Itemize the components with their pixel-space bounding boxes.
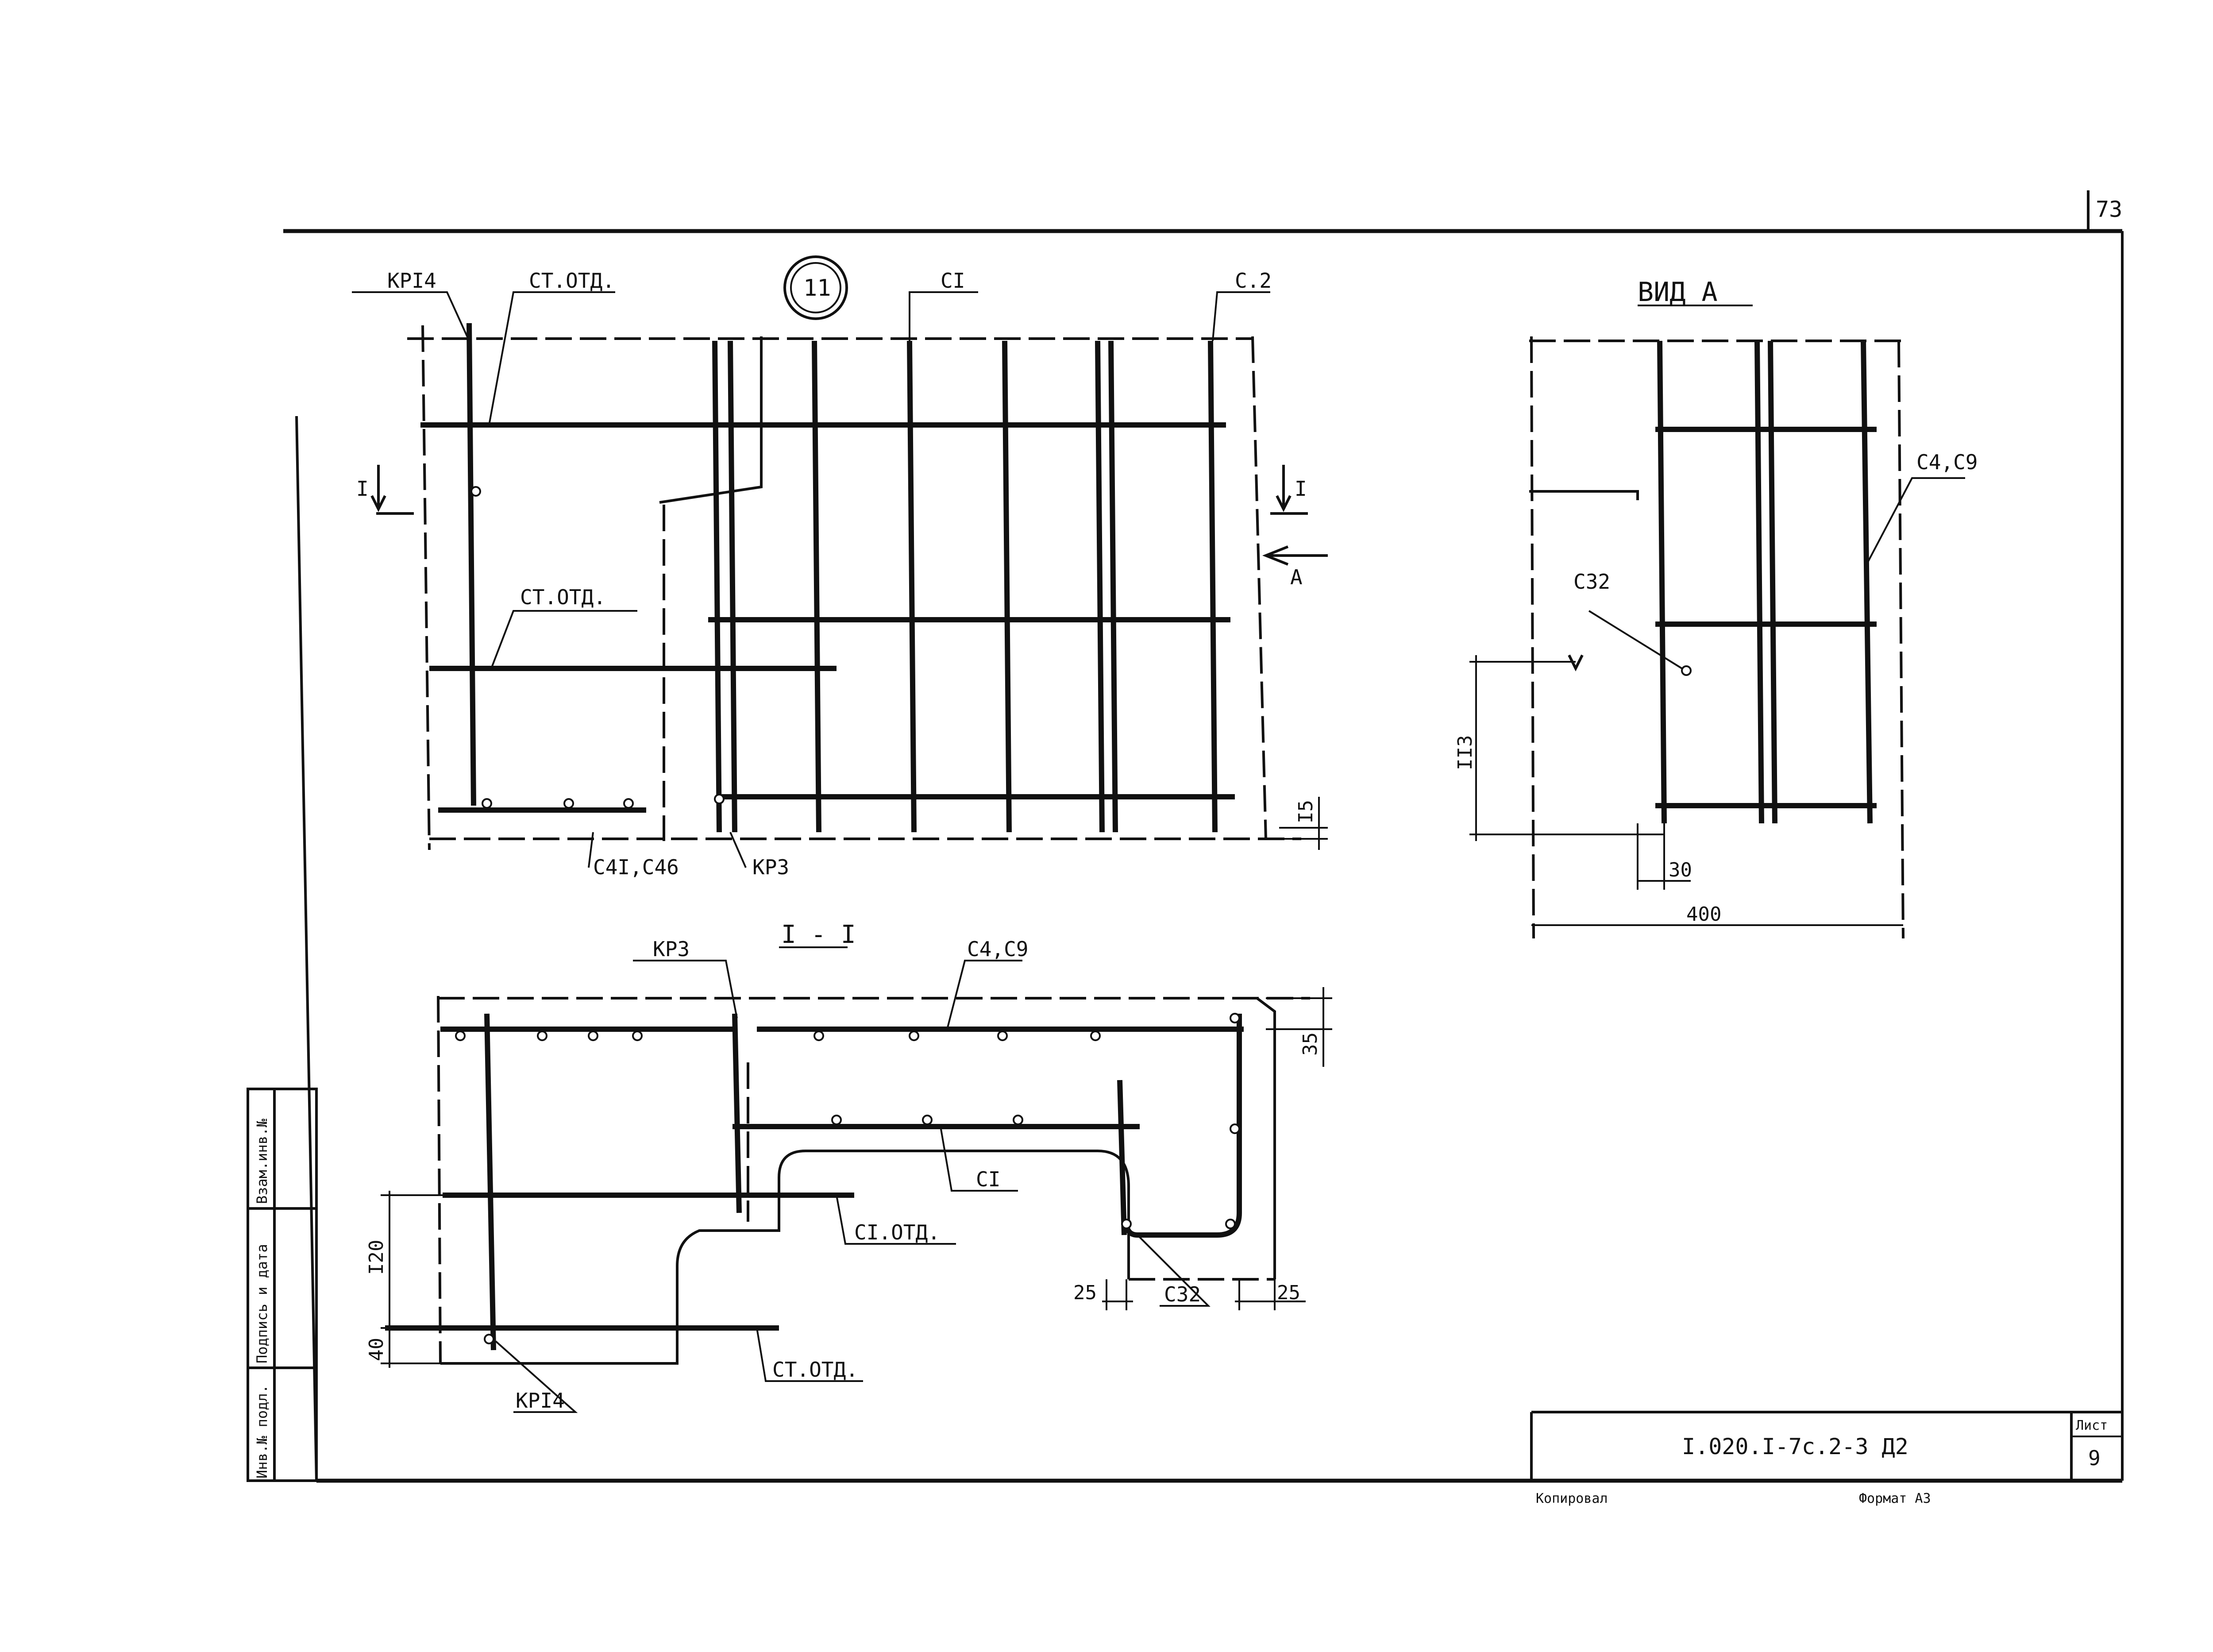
- dim-25-right: 25: [1277, 1281, 1300, 1304]
- label-st-otd-section-1: СI.ОТД.: [854, 1220, 940, 1244]
- dim-40: 40: [365, 1338, 388, 1361]
- drawing-designation: I.020.I-7c.2-3 Д2: [1682, 1434, 1908, 1459]
- section-title: I - I: [781, 920, 856, 949]
- label-st-otd-section-2: СТ.ОТД.: [772, 1358, 858, 1382]
- label-c41-c46: С4I,С46: [593, 855, 679, 879]
- label-kr14-section: КРI4: [516, 1389, 565, 1413]
- section-1-1: [381, 946, 1332, 1413]
- page-number: 73: [2096, 197, 2122, 222]
- format-label: Формат А3: [1859, 1491, 1931, 1506]
- dim-30: 30: [1669, 859, 1692, 881]
- label-kr3-section: КР3: [653, 937, 690, 961]
- dim-35: 35: [1299, 1032, 1322, 1056]
- label-kr14-top: КРI4: [387, 269, 436, 293]
- stamp-inv-original: Инв.№ подл.: [254, 1385, 270, 1478]
- dim-25-left: 25: [1073, 1281, 1097, 1304]
- dim-15: I5: [1295, 800, 1317, 823]
- dim-120: I20: [365, 1240, 388, 1275]
- label-c2-top: С.2: [1235, 269, 1272, 293]
- sheet-number: 9: [2088, 1446, 2101, 1470]
- view-arrow-label: А: [1290, 565, 1303, 589]
- stamp-signature-date: Подпись и дата: [254, 1244, 270, 1363]
- cut-mark-left: I: [356, 477, 369, 501]
- title-block: [1530, 1411, 2122, 1481]
- node-11-view: [352, 255, 1328, 868]
- label-c4-c9-section: С4,С9: [967, 937, 1028, 961]
- copied-label: Копировал: [1536, 1491, 1608, 1506]
- label-c4-c9-view-a: С4,С9: [1916, 450, 1978, 474]
- label-c1-top: СI: [941, 269, 965, 293]
- view-a: [1469, 305, 1965, 939]
- label-st-otd-mid: СТ.ОТД.: [520, 585, 606, 609]
- node-number: 11: [803, 275, 831, 301]
- side-stamp: Инв.№ подл. Подпись и дата Взам.инв.№: [247, 1088, 318, 1482]
- cut-mark-right: I: [1295, 477, 1307, 501]
- label-c32-section: С32: [1164, 1282, 1201, 1306]
- dim-400: 400: [1686, 903, 1721, 926]
- sheet-frame: [283, 190, 2124, 1483]
- label-st-otd-top: СТ.ОТД.: [529, 269, 615, 293]
- label-c32-view-a: С32: [1573, 570, 1610, 594]
- sheet-label: Лист: [2076, 1418, 2108, 1433]
- label-c1-section: СI: [976, 1167, 1000, 1191]
- label-kr3-bottom: КР3: [752, 855, 789, 879]
- dim-113: II3: [1454, 735, 1477, 770]
- stamp-replacement-inv: Взам.инв.№: [254, 1119, 270, 1204]
- view-a-title: ВИД А: [1638, 277, 1718, 308]
